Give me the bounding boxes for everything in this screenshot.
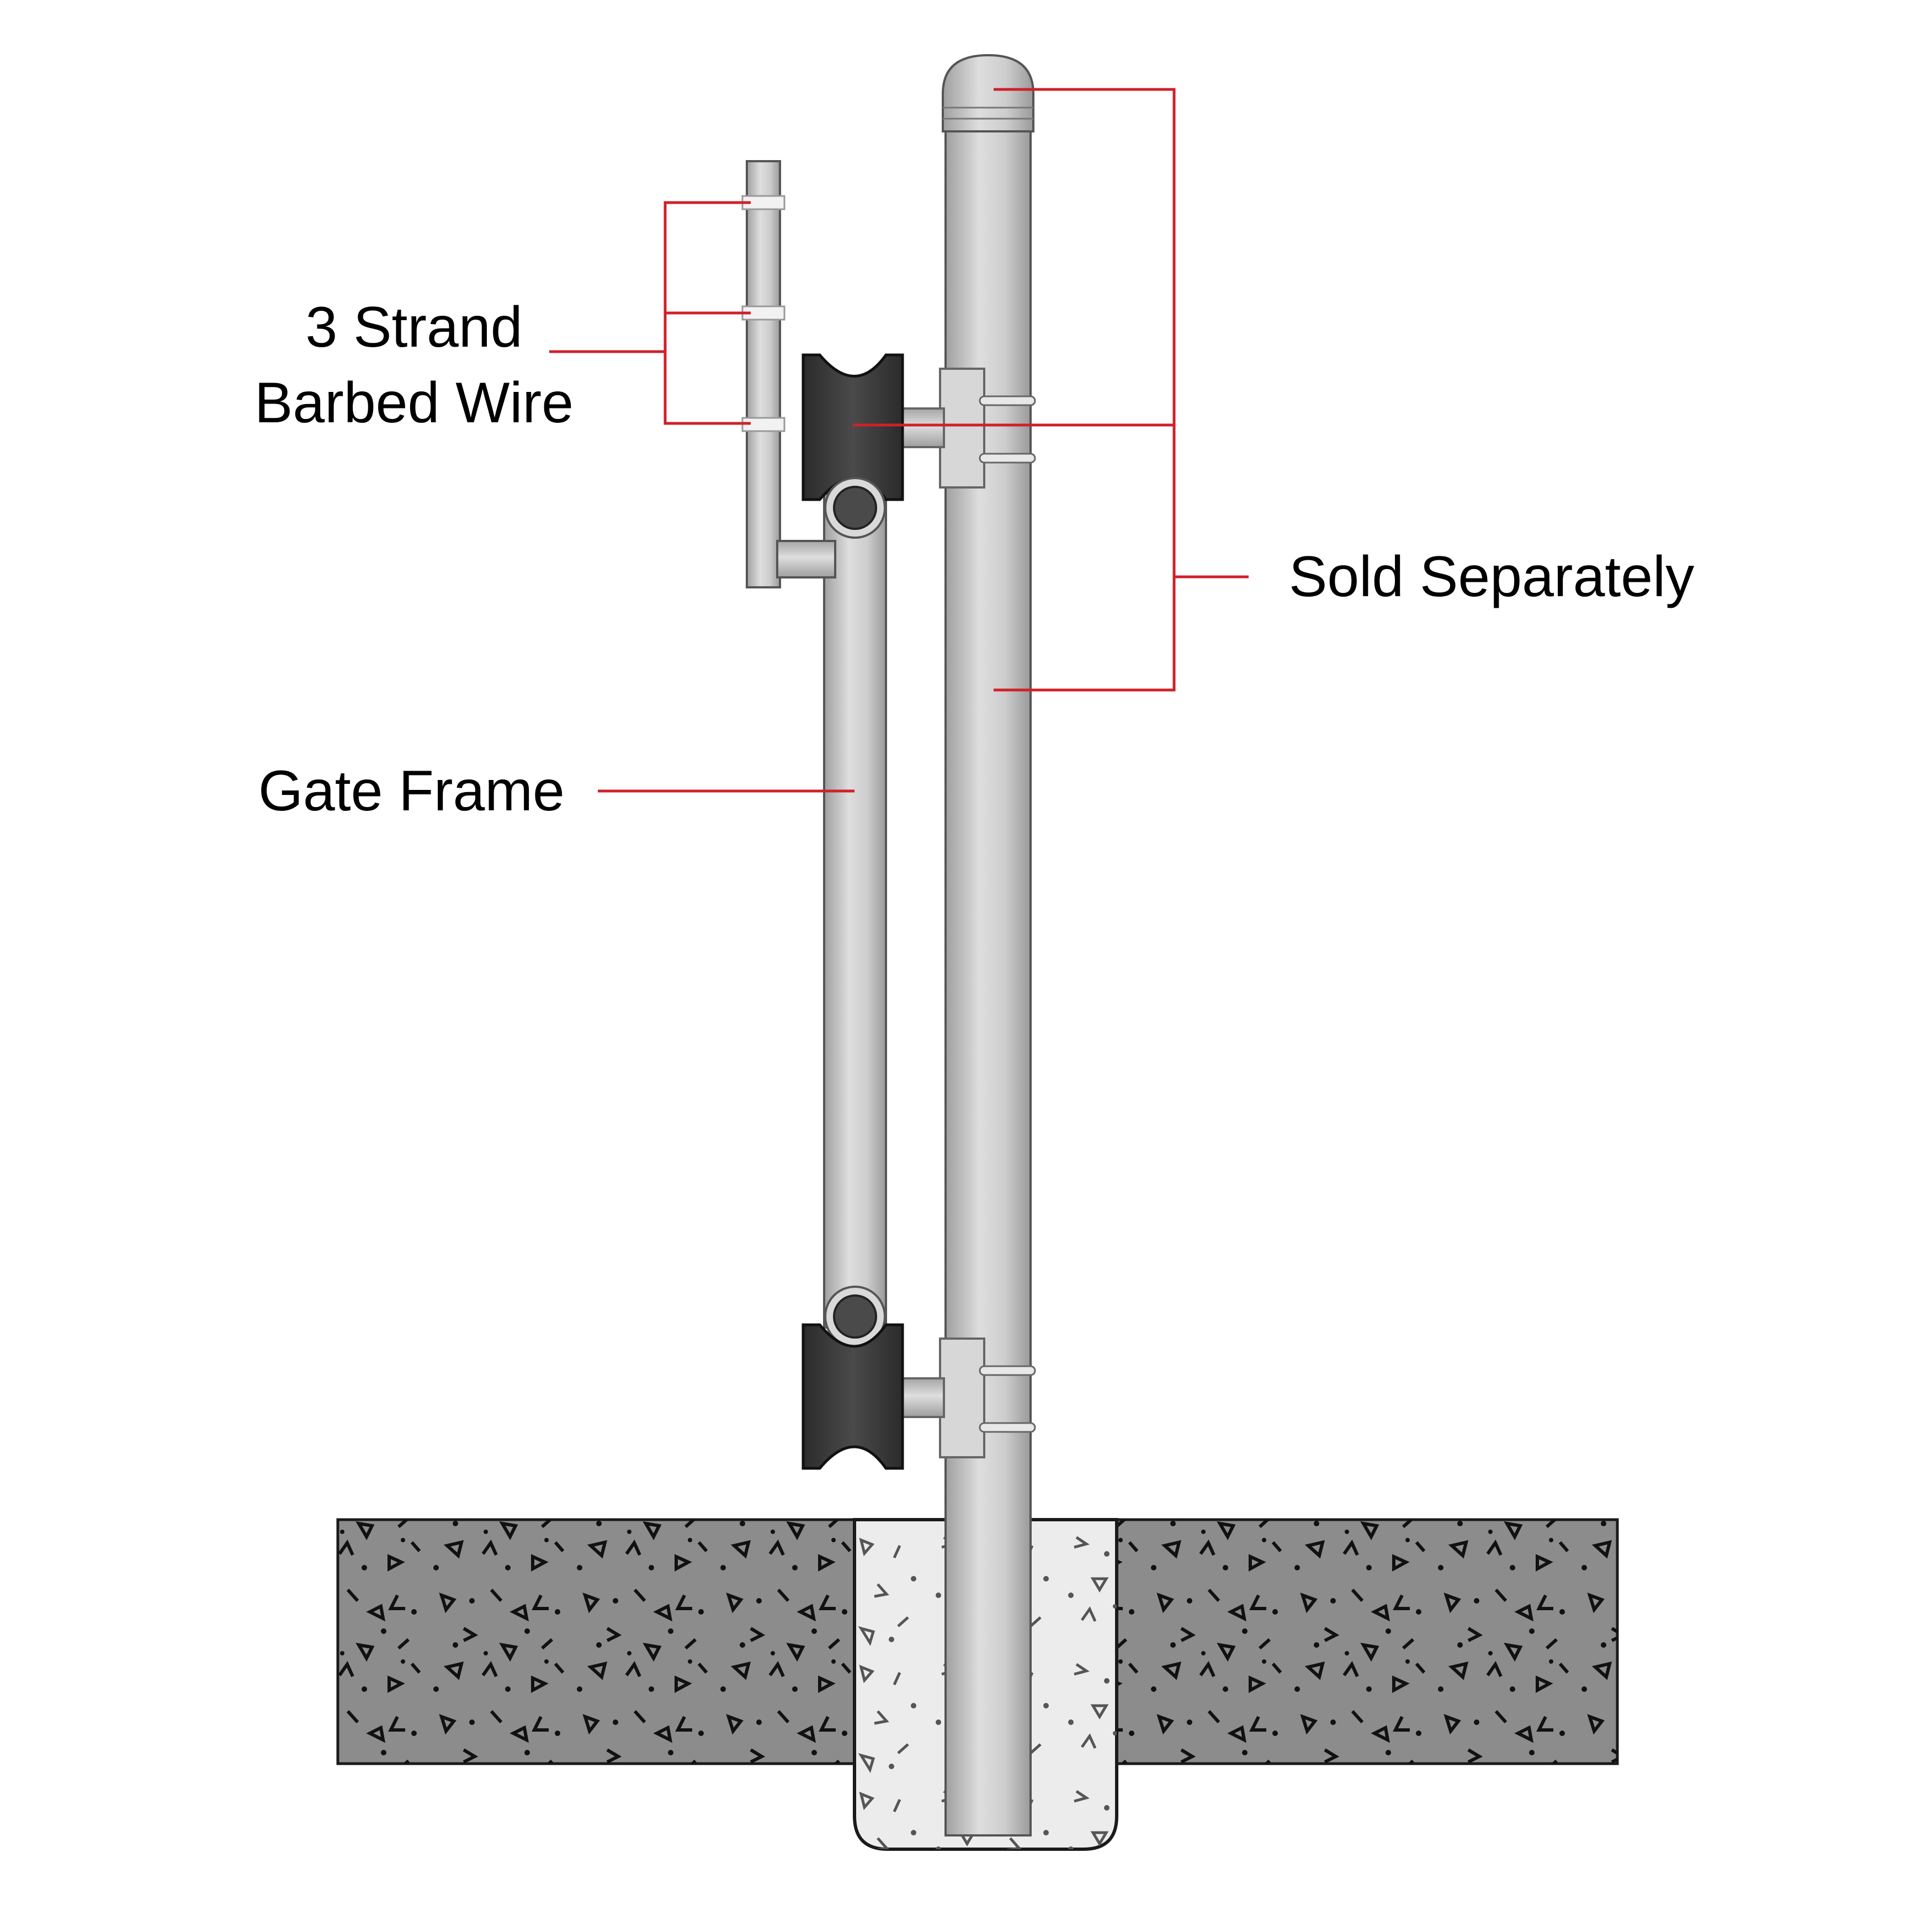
top-roller-assembly <box>802 353 1036 539</box>
label-barbed-wire-line1: 3 Strand <box>305 295 522 359</box>
label-barbed-wire-line2: Barbed Wire <box>254 371 574 435</box>
gate-frame <box>823 493 887 1329</box>
leader-barbed-wire <box>549 201 751 425</box>
main-post <box>942 54 1034 1837</box>
bottom-roller-assembly <box>802 1286 1036 1470</box>
label-sold-separately: Sold Separately <box>1289 545 1694 609</box>
label-gate-frame: Gate Frame <box>258 759 565 823</box>
leader-sold-separately <box>853 88 1249 692</box>
